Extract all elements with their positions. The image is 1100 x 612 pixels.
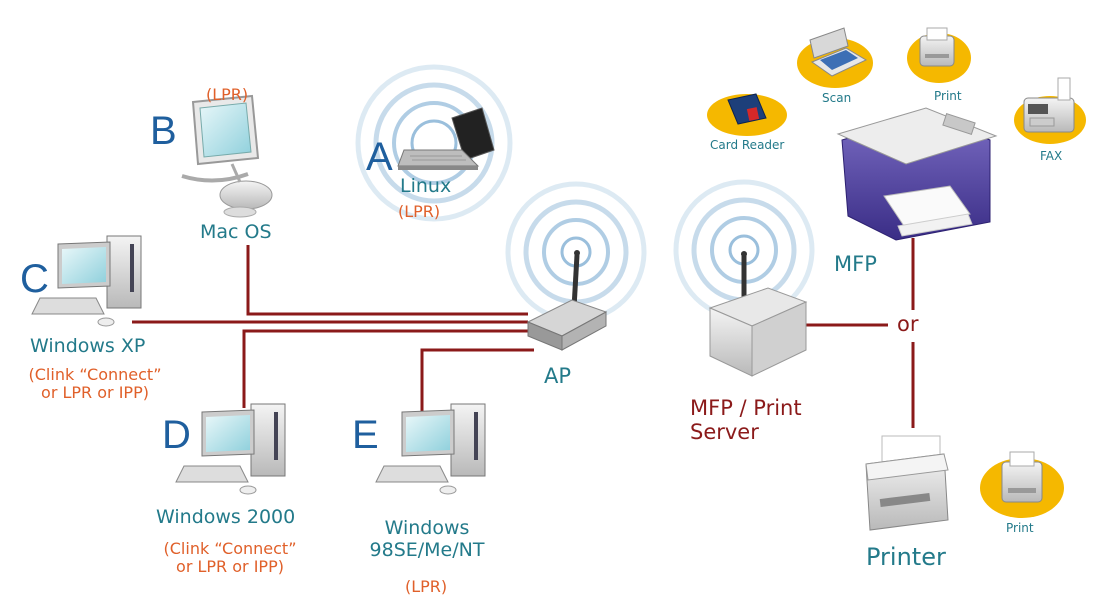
printer-print-icon (980, 451, 1064, 518)
win2000-protocol: (Clink “Connect” or LPR or IPP) (145, 539, 315, 577)
client-c-letter: C (20, 257, 49, 301)
laptop-icon (397, 107, 495, 170)
win98-label: Windows 98SE/Me/NT (362, 517, 492, 562)
win98-label-line2: 98SE/Me/NT (369, 538, 485, 561)
scan-icon (797, 27, 873, 88)
desktop-pc-icon-c (31, 235, 142, 327)
printer-icon (865, 435, 949, 531)
client-e-letter: E (352, 413, 379, 457)
scan-label: Scan (822, 91, 852, 105)
mac-label: Mac OS (200, 221, 272, 243)
printer-print-label: Print (1006, 521, 1034, 535)
imac-icon (181, 94, 273, 218)
mfp-icon (836, 107, 998, 241)
fax-icon (1014, 77, 1086, 144)
printer-label: Printer (866, 543, 946, 571)
network-cables (132, 238, 915, 428)
mfp-label: MFP (834, 252, 877, 276)
win98-protocol: (LPR) (405, 577, 448, 596)
or-label: or (897, 312, 919, 336)
winxp-protocol-line2: or LPR or IPP) (41, 383, 149, 403)
win98-label-line1: Windows (384, 517, 470, 539)
winxp-protocol: (Clink “Connect” or LPR or IPP) (10, 365, 180, 403)
print-server-label-line1: MFP / Print (690, 396, 802, 420)
linux-label: Linux (400, 175, 452, 197)
winxp-label: Windows XP (30, 335, 146, 357)
access-point-icon (526, 250, 608, 351)
print-server-label: MFP / Print Server (690, 396, 802, 444)
cable-win98 (420, 348, 534, 420)
print-label: Print (934, 89, 962, 103)
win2000-protocol-line1: (Clink “Connect” (163, 539, 297, 558)
win2000-protocol-line2: or LPR or IPP) (176, 557, 284, 577)
client-d-letter: D (162, 413, 191, 457)
card-reader-label: Card Reader (710, 138, 785, 152)
print-server-icon (708, 251, 808, 377)
print-server-label-line2: Server (690, 420, 759, 445)
cable-mac (246, 245, 528, 316)
client-b-letter: B (150, 109, 177, 153)
print-icon (907, 27, 971, 83)
mac-protocol: (LPR) (206, 85, 249, 104)
fax-label: FAX (1040, 149, 1063, 163)
linux-protocol: (LPR) (398, 202, 441, 221)
card-reader-icon (707, 93, 787, 136)
ap-label: AP (544, 364, 572, 388)
win2000-label: Windows 2000 (156, 506, 296, 528)
cable-win2000 (242, 329, 528, 408)
desktop-pc-icon-e (375, 403, 486, 495)
desktop-pc-icon-d (175, 403, 286, 495)
client-a-letter: A (366, 135, 393, 179)
winxp-protocol-line1: (Clink “Connect” (28, 365, 162, 384)
